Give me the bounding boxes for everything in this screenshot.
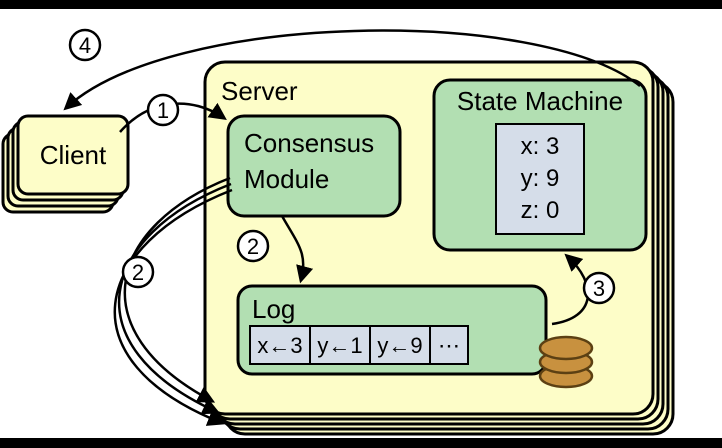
consensus-module-label-line1: Consensus xyxy=(244,128,374,158)
step-4-circle xyxy=(68,28,102,62)
arrow-replicate-to-servers xyxy=(113,188,233,426)
step-2-number: 2 xyxy=(247,234,259,259)
arrow-replicate-to-servers xyxy=(117,182,232,415)
log-entries: x←3 y←1 y←9 ⋯ xyxy=(249,325,469,365)
state-machine-values-box xyxy=(495,123,585,235)
consensus-module-label-line2: Module xyxy=(244,164,329,194)
log-entry-cell xyxy=(309,325,371,365)
arrow-server-to-client xyxy=(63,29,641,111)
server-label: Server xyxy=(221,76,298,106)
step-1-circle xyxy=(146,93,180,127)
state-value-z: z: 0 xyxy=(521,197,560,224)
log-entry-2: y←9 xyxy=(377,333,422,358)
arrow-consensus-to-log xyxy=(280,215,314,284)
log-entry-1: y←1 xyxy=(317,333,362,358)
step-2b-circle xyxy=(121,255,155,289)
step-1-number: 1 xyxy=(157,98,169,123)
step-2-circle xyxy=(236,229,270,263)
state-value-x: x: 3 xyxy=(521,133,560,160)
step-4-number: 4 xyxy=(79,33,91,58)
consensus-module-box xyxy=(226,114,402,218)
database-icon xyxy=(538,335,594,389)
log-entry-cell xyxy=(429,325,469,365)
step-3-number: 3 xyxy=(593,276,605,301)
step-3-circle xyxy=(582,271,616,305)
log-entry-0: x←3 xyxy=(257,333,302,358)
client-stack xyxy=(1,114,130,214)
frame-top-bar xyxy=(0,0,722,9)
step-2b-number: 2 xyxy=(132,260,144,285)
state-value-y: y: 9 xyxy=(521,165,560,192)
log-entry-cell xyxy=(369,325,431,365)
client-box xyxy=(16,114,130,196)
frame-bottom-bar xyxy=(0,438,722,448)
client-label: Client xyxy=(40,140,107,170)
log-entry-ellipsis: ⋯ xyxy=(438,333,460,358)
step-badges: 4 1 2 2 3 xyxy=(68,28,616,305)
state-machine-title: State Machine xyxy=(457,86,623,116)
log-title: Log xyxy=(252,294,295,324)
database-coin xyxy=(538,335,594,361)
